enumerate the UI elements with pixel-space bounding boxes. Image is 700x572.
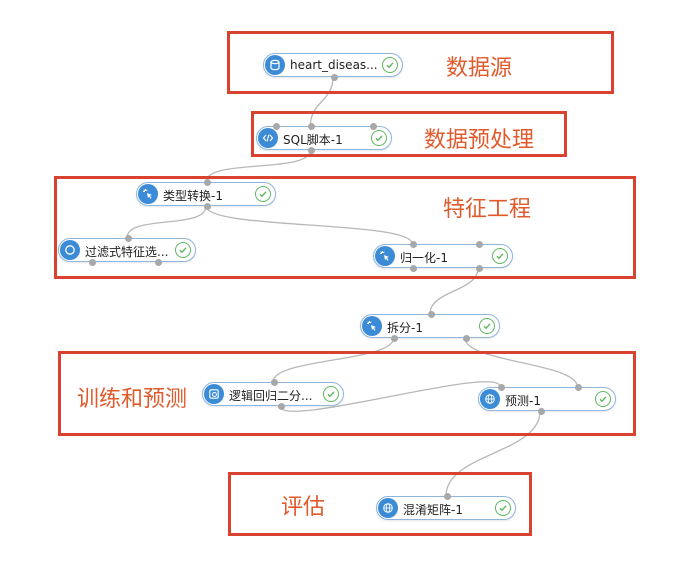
output-port[interactable] bbox=[307, 147, 315, 154]
input-port[interactable] bbox=[497, 384, 505, 391]
node-label: SQL脚本-1 bbox=[283, 133, 343, 147]
type-convert-node[interactable]: 类型转换-1 bbox=[136, 179, 276, 210]
group-label: 评估 bbox=[281, 495, 326, 520]
check-icon bbox=[492, 248, 508, 264]
input-port[interactable] bbox=[574, 384, 582, 391]
train-predict-group: 训练和预测 bbox=[58, 351, 636, 436]
output-port[interactable] bbox=[462, 335, 470, 342]
node-label: 逻辑回归二分... bbox=[229, 389, 313, 403]
evaluate-group: 评估 bbox=[228, 472, 532, 536]
check-icon bbox=[382, 57, 398, 73]
input-port[interactable] bbox=[124, 235, 132, 242]
input-port[interactable] bbox=[270, 379, 278, 386]
heart-disease-node[interactable]: heart_diseas... bbox=[263, 53, 403, 81]
node-label: 过滤式特征选... bbox=[85, 245, 169, 259]
check-icon bbox=[479, 318, 495, 334]
confusion-matrix-node[interactable]: 混淆矩阵-1 bbox=[376, 493, 516, 520]
node-label: heart_diseas... bbox=[290, 58, 378, 72]
database-icon bbox=[265, 55, 285, 75]
output-port[interactable] bbox=[391, 335, 399, 342]
logistic-regression-node[interactable]: 逻辑回归二分... bbox=[202, 379, 344, 410]
check-icon bbox=[371, 130, 387, 146]
output-port[interactable] bbox=[88, 259, 96, 266]
check-icon bbox=[495, 500, 511, 516]
cursor-click-icon bbox=[362, 316, 382, 336]
node-label: 类型转换-1 bbox=[163, 189, 223, 203]
output-port[interactable] bbox=[537, 408, 545, 415]
node-label: 拆分-1 bbox=[387, 321, 423, 335]
sql-script-node[interactable]: SQL脚本-1 bbox=[256, 123, 392, 154]
output-port[interactable] bbox=[330, 74, 338, 81]
cursor-click-icon bbox=[375, 246, 395, 266]
code-icon bbox=[258, 128, 278, 148]
input-port[interactable] bbox=[409, 241, 417, 248]
group-label: 训练和预测 bbox=[77, 387, 188, 412]
node-label: 预测-1 bbox=[505, 394, 541, 408]
globe-icon bbox=[378, 498, 398, 518]
node-label: 归一化-1 bbox=[400, 251, 448, 265]
check-icon bbox=[255, 186, 271, 202]
check-icon bbox=[323, 386, 339, 402]
data-source-group: 数据源 bbox=[227, 31, 614, 94]
input-port[interactable] bbox=[272, 123, 280, 130]
output-port[interactable] bbox=[277, 403, 285, 410]
refresh-icon bbox=[204, 384, 224, 404]
feature-engineering-group: 特征工程 bbox=[54, 176, 636, 279]
input-port[interactable] bbox=[475, 241, 483, 248]
group-label: 数据源 bbox=[446, 56, 513, 81]
circle-icon bbox=[60, 240, 80, 260]
input-port[interactable] bbox=[307, 123, 315, 130]
input-port[interactable] bbox=[370, 123, 378, 130]
group-label: 数据预处理 bbox=[424, 128, 535, 153]
input-port[interactable] bbox=[203, 179, 211, 186]
globe-icon bbox=[480, 389, 500, 409]
predict-node[interactable]: 预测-1 bbox=[478, 384, 616, 415]
input-port[interactable] bbox=[427, 311, 435, 318]
normalize-node[interactable]: 归一化-1 bbox=[373, 241, 513, 272]
filter-feature-select-node[interactable]: 过滤式特征选... bbox=[58, 235, 196, 266]
output-port[interactable] bbox=[475, 265, 483, 272]
check-icon bbox=[595, 391, 611, 407]
cursor-click-icon bbox=[138, 184, 158, 204]
preprocess-group: 数据预处理 bbox=[251, 111, 567, 157]
split-node[interactable]: 拆分-1 bbox=[360, 311, 500, 342]
node-label: 混淆矩阵-1 bbox=[403, 503, 463, 517]
group-label: 特征工程 bbox=[443, 197, 532, 222]
output-port[interactable] bbox=[203, 203, 211, 210]
output-port[interactable] bbox=[409, 265, 417, 272]
output-port[interactable] bbox=[154, 259, 162, 266]
input-port[interactable] bbox=[443, 493, 451, 500]
check-icon bbox=[175, 242, 191, 258]
